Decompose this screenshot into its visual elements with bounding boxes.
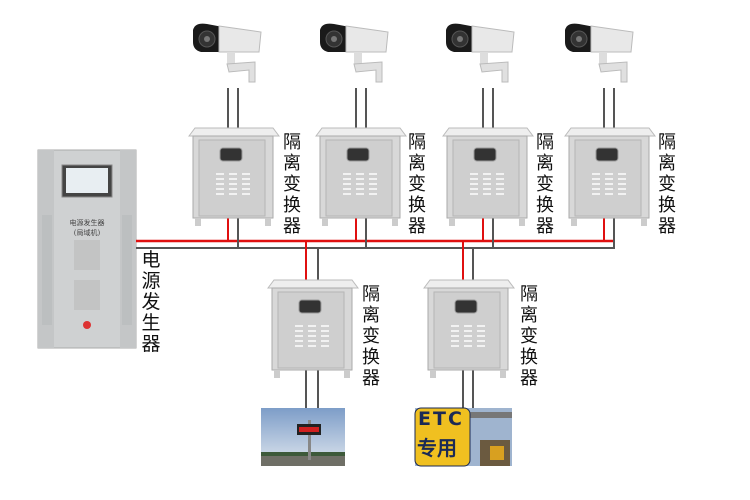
converter-label: 隔离变换器 — [408, 132, 426, 237]
bottom-branch-wires — [305, 241, 474, 408]
generator-label: 电源发生器 — [141, 249, 161, 355]
generator-panel-title: 电源发生器 — [69, 219, 105, 227]
isolation-converter-cabinet — [188, 127, 280, 227]
converter-label: 隔离变换器 — [520, 284, 538, 389]
etc-sign-line1: ETC — [418, 408, 464, 430]
camera-icon — [564, 23, 634, 83]
etc-lane-photo — [414, 407, 512, 467]
led-sign-photo — [261, 408, 345, 466]
camera-icon — [445, 23, 515, 83]
etc-sign-line2: 专用 — [417, 436, 457, 460]
isolation-converter-cabinet — [442, 127, 534, 227]
camera-icon — [192, 23, 262, 83]
converter-label: 隔离变换器 — [283, 132, 301, 237]
camera-icon — [319, 23, 389, 83]
generator-panel-subtitle: (局域机) — [73, 229, 101, 237]
power-generator-cabinet — [37, 149, 137, 349]
converter-label: 隔离变换器 — [536, 132, 554, 237]
top-branch-wires — [227, 88, 615, 248]
converter-label: 隔离变换器 — [362, 284, 380, 389]
isolation-converter-cabinet — [267, 279, 359, 379]
isolation-converter-cabinet — [564, 127, 656, 227]
isolation-converter-cabinet — [315, 127, 407, 227]
isolation-converter-cabinet — [423, 279, 515, 379]
converter-label: 隔离变换器 — [658, 132, 676, 237]
